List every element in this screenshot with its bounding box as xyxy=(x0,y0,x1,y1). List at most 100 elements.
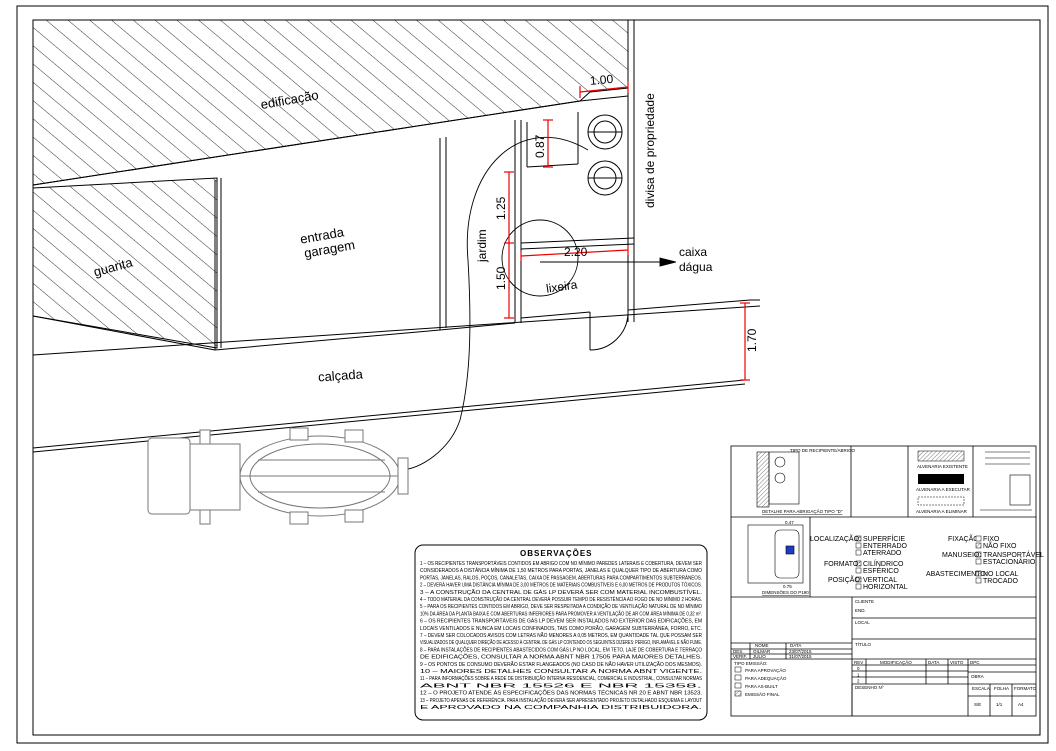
option-checkbox[interactable] xyxy=(855,567,862,574)
des-label: DES. xyxy=(733,649,744,654)
option-group-label: ABASTECIMENTO: xyxy=(926,571,988,578)
recipient-options: LOCALIZAÇÃO:SUPERFÍCIEENTERRADOATERRADOF… xyxy=(810,534,1044,591)
observacao-note: LOCAIS VENTILADOS E NUNCA EM LOCAIS CONF… xyxy=(420,625,702,632)
building-hatch xyxy=(32,19,629,186)
option-checkbox[interactable] xyxy=(855,576,862,583)
observacao-note: 11 – PARA INFORMAÇÕES SOBRE A REDE DE DI… xyxy=(420,675,702,682)
option-group-label: FORMATO: xyxy=(824,561,860,568)
option-group-label: LOCALIZAÇÃO: xyxy=(810,534,861,543)
option-checkbox[interactable] xyxy=(975,542,982,549)
option-label: SUPERFÍCIE xyxy=(863,534,905,543)
revision-header: DPC xyxy=(970,660,980,665)
cliente-label: CLIENTE xyxy=(855,599,874,604)
detail-title: TIPO DE RECIPIENTE/ABRIGO xyxy=(790,448,856,453)
observacao-note: 13 – PROJETO APENAS DE REFERÊNCIA. PARA … xyxy=(420,696,703,704)
option-checkbox[interactable] xyxy=(855,542,862,549)
revision-row-number: 2 xyxy=(857,679,860,684)
option-checkbox[interactable] xyxy=(855,535,862,542)
option-label: FIXO xyxy=(983,536,1000,543)
option-label: ATERRADO xyxy=(863,550,902,557)
cylinder-detail xyxy=(747,524,804,584)
nome-header: NOME xyxy=(755,643,769,648)
verif-date: 31/07/2015 xyxy=(789,654,812,659)
cyl-dim-top: 0.47 xyxy=(785,520,794,525)
option-label: NÃO FIXO xyxy=(983,541,1017,550)
legend-executar: ALVENARIA A EXECUTAR xyxy=(916,487,971,492)
observacao-note: 10% DA ÁREA DA PLANTA BAIXA E COM ABERTU… xyxy=(420,610,702,617)
option-label: TROCADO xyxy=(983,578,1019,585)
emissao-options: PARA APROVAÇÃO PARA ADEQUAÇÃO PARA AS-BUIL… xyxy=(734,666,787,697)
emissao-label: PARA ADEQUAÇÃO xyxy=(745,675,787,681)
emissao-checkbox[interactable] xyxy=(734,682,742,689)
option-checkbox[interactable] xyxy=(855,560,862,567)
revision-header: VISTO xyxy=(950,660,964,665)
emissao-label: PARA APROVAÇÃO xyxy=(745,667,786,673)
option-checkbox[interactable] xyxy=(975,570,982,577)
option-checkbox[interactable] xyxy=(975,551,982,558)
legend-existente: ALVENARIA EXISTENTE xyxy=(917,464,968,469)
legend-eliminar: ALVENARIA A ELIMINAR xyxy=(916,509,968,514)
option-label: TRANSPORTÁVEL xyxy=(983,550,1044,559)
option-checkbox[interactable] xyxy=(855,583,862,590)
detail-caption: DETALHE PARA ABRIGAÇÃO TIPO "D" xyxy=(762,508,843,514)
label-lixeira: lixeira xyxy=(545,277,578,295)
label-divisa: divisa de propriedade xyxy=(643,93,657,208)
option-label: HORIZONTAL xyxy=(863,584,908,591)
des-name: GILMAR xyxy=(753,649,771,654)
revision-row-number: 1 xyxy=(857,672,860,677)
titulo-label: TÍTULO xyxy=(855,641,872,647)
option-checkbox[interactable] xyxy=(975,558,982,565)
observacao-note: 7 – DEVEM SER COLOCADOS AVISOS COM LETRA… xyxy=(420,632,702,639)
option-checkbox[interactable] xyxy=(855,549,862,556)
desenho-label: DESENHO Nº xyxy=(855,685,884,690)
emissao-checkbox[interactable] xyxy=(734,690,742,697)
observacao-note: 9 – OS PONTOS DE CONSUMO DEVERÃO ESTAR F… xyxy=(420,661,702,668)
option-label: VERTICAL xyxy=(863,577,897,584)
formato-header: FORMATO xyxy=(1014,686,1037,691)
option-checkbox[interactable] xyxy=(975,577,982,584)
observacoes-title: OBSERVAÇÕES xyxy=(520,549,593,558)
tipo-emissao-label: TIPO EMISSÃO: xyxy=(734,660,768,666)
observacao-note: 3 – A CONSTRUÇÃO DA CENTRAL DE GÁS LP DE… xyxy=(420,589,702,596)
option-checkbox[interactable] xyxy=(975,535,982,542)
wall-legend: ALVENARIA EXISTENTE ALVENARIA A EXECUTAR… xyxy=(916,450,971,514)
escala-header: ESCALA xyxy=(972,686,990,691)
emissao-checkbox[interactable] xyxy=(734,666,742,673)
option-group-label: FIXAÇÃO: xyxy=(948,534,981,543)
observacao-note: DE EDIFICAÇÕES, CONSULTAR A NORMA ABNT N… xyxy=(420,654,702,661)
formato-value: A4 xyxy=(1018,702,1024,707)
cyl-dim-bottom: 0.75 xyxy=(783,584,792,589)
revision-rows: 012 xyxy=(857,666,860,684)
escala-value: S/E xyxy=(974,702,981,707)
observacao-note: CONSIDERADOS A DISTÂNCIA MÍNIMA DE 1,50 … xyxy=(420,567,702,574)
dim-1-50: 1.50 xyxy=(494,266,508,290)
detail-sketch xyxy=(756,451,800,508)
cyl-caption: DIMENSÕES DO P190 xyxy=(762,589,809,595)
local-label: LOCAL xyxy=(855,620,870,625)
revision-header: DATA xyxy=(928,660,939,665)
label-caixa: caixa xyxy=(679,245,707,259)
dim-2-20: 2.20 xyxy=(564,245,588,259)
folha-value: 1/1 xyxy=(996,702,1003,707)
option-group-label: POSIÇÃO: xyxy=(828,575,862,584)
revision-header: REV xyxy=(854,660,863,665)
dim-1-70: 1.70 xyxy=(745,328,759,352)
dimension-lines xyxy=(504,81,750,381)
hose-line xyxy=(399,137,677,471)
emissao-label: PARA AS-BUILT xyxy=(745,684,778,689)
option-group-label: MANUSEIO: xyxy=(942,552,981,559)
observacao-note: 1 – OS RECIPIENTES TRANSPORTÁVEIS CONTID… xyxy=(420,560,702,567)
sheet-border xyxy=(16,5,1049,744)
observacao-note: PORTAS, JANELAS, RALOS, POÇOS, CANALETAS… xyxy=(420,574,702,581)
option-label: ESTACIONÁRIO xyxy=(983,557,1036,566)
label-jardim: jardim xyxy=(475,229,489,263)
verif-name: JULIO xyxy=(753,654,766,659)
emissao-checkbox[interactable] xyxy=(734,674,742,681)
des-date: 23/07/2015 xyxy=(789,649,812,654)
gas-cylinders xyxy=(587,114,623,196)
observacao-note: VISUALIZADOS DE QUALQUER DIREÇÃO DE ACES… xyxy=(420,639,702,646)
observacoes-notes: 1 – OS RECIPIENTES TRANSPORTÁVEIS CONTID… xyxy=(420,560,703,711)
dim-1-00: 1.00 xyxy=(589,72,614,88)
